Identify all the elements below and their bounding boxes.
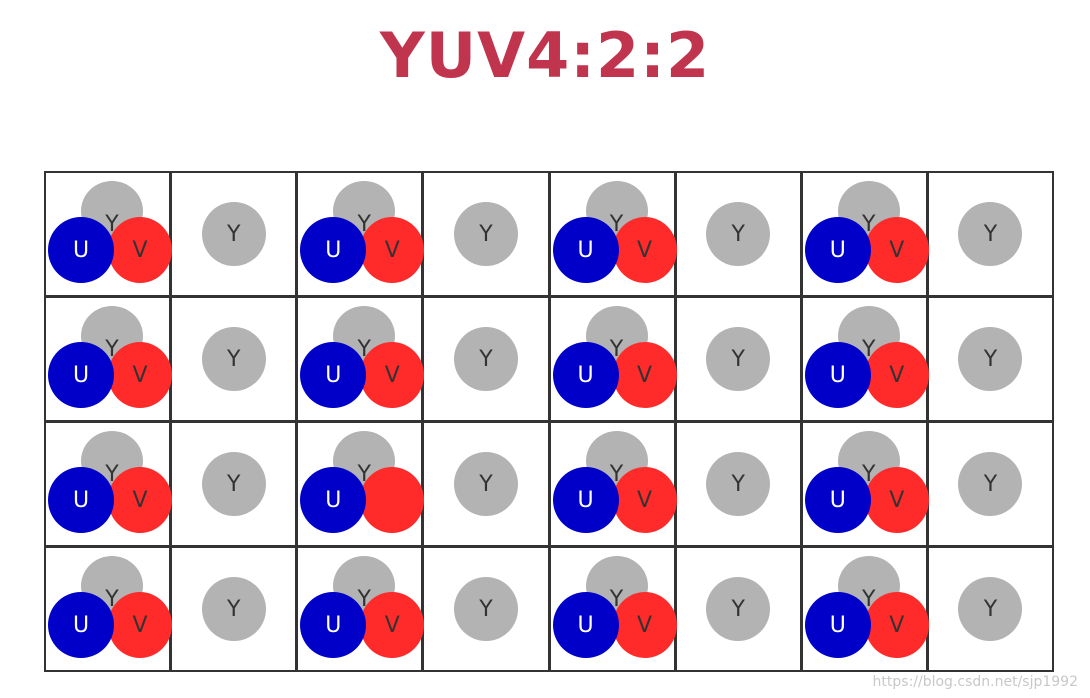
v-sample: V	[108, 217, 172, 283]
v-sample: V	[612, 467, 677, 533]
pixel-cell: Y	[424, 423, 548, 545]
u-sample: U	[552, 592, 619, 658]
pixel-cell: Y	[928, 173, 1052, 295]
y-sample: Y	[706, 202, 771, 266]
y-sample: Y	[453, 452, 518, 516]
v-sample: V	[108, 467, 172, 533]
y-sample: Y	[453, 577, 518, 641]
y-sample: Y	[706, 577, 771, 641]
pixel-cell: Y	[424, 298, 548, 420]
u-sample: U	[48, 342, 114, 408]
v-sample: V	[360, 592, 425, 658]
u-sample: U	[804, 467, 871, 533]
v-sample: V	[864, 217, 929, 283]
u-sample: U	[552, 467, 619, 533]
u-sample: U	[552, 217, 619, 283]
v-sample: V	[612, 217, 677, 283]
u-sample: U	[804, 592, 871, 658]
y-sample: Y	[958, 577, 1023, 641]
y-sample: Y	[706, 327, 771, 391]
pixel-cell: Y	[676, 298, 800, 420]
pixel-cell: Y	[928, 298, 1052, 420]
u-sample: U	[300, 592, 367, 658]
u-sample: U	[804, 217, 871, 283]
y-sample: Y	[706, 452, 771, 516]
u-sample: U	[804, 342, 871, 408]
u-sample: U	[300, 342, 367, 408]
v-sample: V	[108, 342, 172, 408]
pixel-cell: Y	[928, 423, 1052, 545]
pixel-cell: Y	[172, 173, 296, 295]
y-sample: Y	[958, 327, 1023, 391]
y-sample: Y	[453, 327, 518, 391]
v-sample: V	[864, 467, 929, 533]
y-sample: Y	[453, 202, 518, 266]
pixel-cell: Y	[172, 548, 296, 670]
pixel-cell: Y	[424, 548, 548, 670]
v-sample: V	[360, 217, 425, 283]
y-sample: Y	[201, 202, 266, 266]
u-sample: U	[48, 467, 114, 533]
pixel-cell: Y	[676, 548, 800, 670]
v-sample: V	[864, 342, 929, 408]
pixel-cell: Y	[676, 173, 800, 295]
u-sample: U	[300, 467, 367, 533]
v-sample: V	[108, 592, 172, 658]
u-sample: U	[300, 217, 367, 283]
v-sample	[360, 467, 425, 533]
y-sample: Y	[201, 452, 266, 516]
y-sample: Y	[201, 327, 266, 391]
v-sample: V	[612, 342, 677, 408]
v-sample: V	[612, 592, 677, 658]
u-sample: U	[552, 342, 619, 408]
watermark: https://blog.csdn.net/sjp1992	[872, 674, 1078, 690]
v-sample: V	[864, 592, 929, 658]
diagram-title: YUV4:2:2	[379, 19, 711, 92]
pixel-cell: Y	[424, 173, 548, 295]
v-sample: V	[360, 342, 425, 408]
pixel-cell: Y	[676, 423, 800, 545]
u-sample: U	[48, 217, 114, 283]
y-sample: Y	[958, 202, 1023, 266]
y-sample: Y	[958, 452, 1023, 516]
y-sample: Y	[201, 577, 266, 641]
pixel-cell: Y	[928, 548, 1052, 670]
pixel-cell: Y	[172, 423, 296, 545]
pixel-cell: Y	[172, 298, 296, 420]
u-sample: U	[48, 592, 114, 658]
